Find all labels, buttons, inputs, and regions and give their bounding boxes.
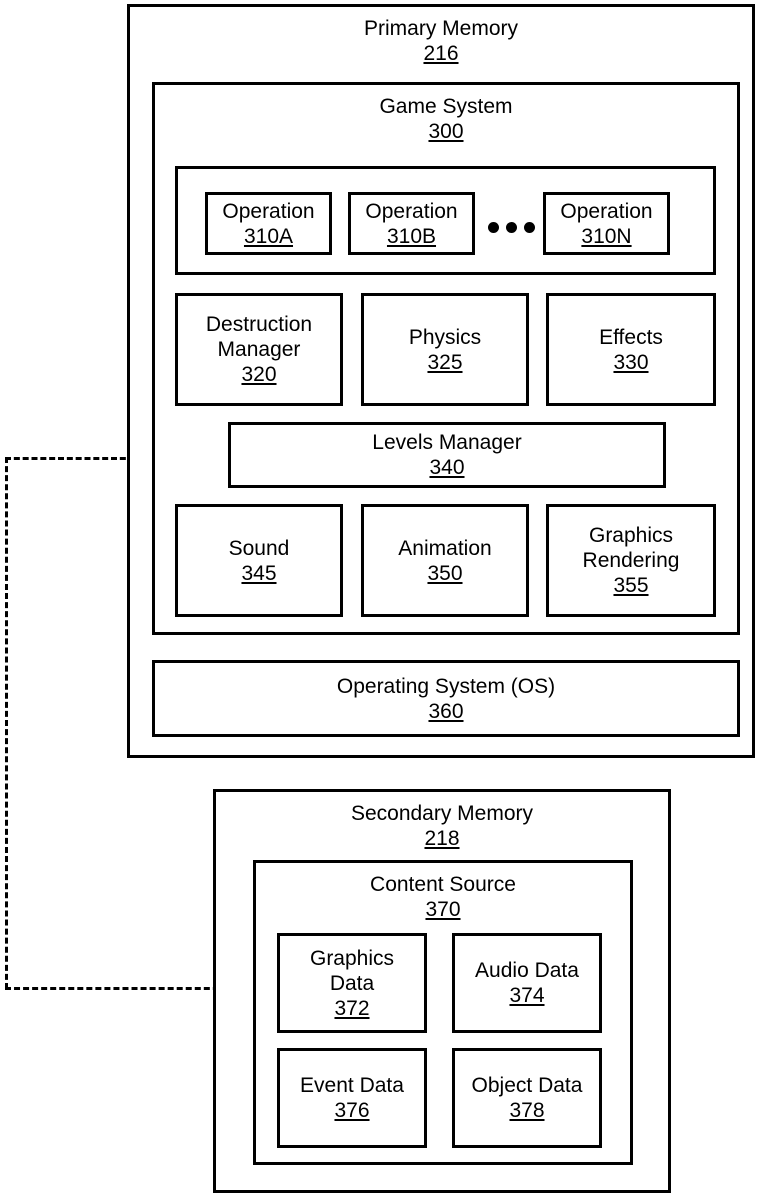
secondary-memory-ref: 218	[424, 827, 460, 850]
physics-box: Physics 325	[361, 293, 529, 406]
operation-310b-ref: 310B	[386, 224, 437, 248]
connector-dash-vertical	[5, 457, 8, 989]
graphics-rendering-box: Graphics Rendering 355	[546, 504, 716, 617]
physics-ref: 325	[427, 350, 463, 374]
effects-ref: 330	[613, 350, 649, 374]
operation-310n-title: Operation	[560, 199, 653, 223]
secondary-memory-title: Secondary Memory	[350, 802, 534, 825]
object-data-box: Object Data 378	[452, 1048, 602, 1148]
levels-manager-ref: 340	[429, 456, 465, 479]
physics-title: Physics	[408, 325, 482, 349]
operation-310b-box: Operation 310B	[348, 192, 475, 255]
operation-310a-title: Operation	[222, 199, 315, 223]
content-source-ref: 370	[425, 898, 461, 921]
connector-dash-bottom	[5, 987, 255, 990]
destruction-manager-title: Destruction Manager	[205, 313, 313, 361]
game-system-title: Game System	[379, 95, 513, 118]
destruction-manager-ref: 320	[241, 363, 277, 386]
animation-ref: 350	[427, 561, 463, 585]
graphics-data-ref: 372	[334, 996, 370, 1020]
object-data-title: Object Data	[471, 1074, 583, 1097]
operations-ellipsis-icon	[488, 222, 535, 233]
animation-box: Animation 350	[361, 504, 529, 617]
sound-ref: 345	[241, 561, 277, 585]
animation-title: Animation	[398, 536, 492, 560]
levels-manager-box: Levels Manager 340	[228, 422, 666, 488]
graphics-data-box: Graphics Data 372	[277, 933, 427, 1033]
operation-310n-box: Operation 310N	[543, 192, 670, 255]
object-data-ref: 378	[509, 1099, 545, 1122]
event-data-ref: 376	[334, 1099, 370, 1122]
connector-dash-top	[5, 457, 223, 460]
sound-box: Sound 345	[175, 504, 343, 617]
destruction-manager-box: Destruction Manager 320	[175, 293, 343, 406]
levels-manager-title: Levels Manager	[372, 431, 522, 454]
primary-memory-title: Primary Memory	[363, 17, 518, 40]
graphics-data-title: Graphics Data	[309, 946, 395, 995]
graphics-rendering-ref: 355	[613, 574, 649, 597]
content-source-title: Content Source	[370, 873, 516, 896]
operating-system-ref: 360	[428, 699, 464, 723]
effects-title: Effects	[599, 325, 663, 349]
operation-310a-ref: 310A	[243, 224, 294, 248]
graphics-rendering-title: Graphics Rendering	[582, 524, 680, 572]
sound-title: Sound	[228, 536, 290, 560]
effects-box: Effects 330	[546, 293, 716, 406]
event-data-title: Event Data	[300, 1074, 404, 1097]
operation-310a-box: Operation 310A	[205, 192, 332, 255]
event-data-box: Event Data 376	[277, 1048, 427, 1148]
audio-data-box: Audio Data 374	[452, 933, 602, 1033]
audio-data-title: Audio Data	[475, 959, 579, 982]
operating-system-box: Operating System (OS) 360	[152, 660, 740, 737]
operation-310b-title: Operation	[365, 199, 458, 223]
audio-data-ref: 374	[509, 984, 545, 1007]
operating-system-title: Operating System (OS)	[336, 674, 556, 698]
game-system-ref: 300	[428, 120, 464, 143]
primary-memory-ref: 216	[423, 42, 459, 65]
operation-310n-ref: 310N	[581, 224, 632, 248]
